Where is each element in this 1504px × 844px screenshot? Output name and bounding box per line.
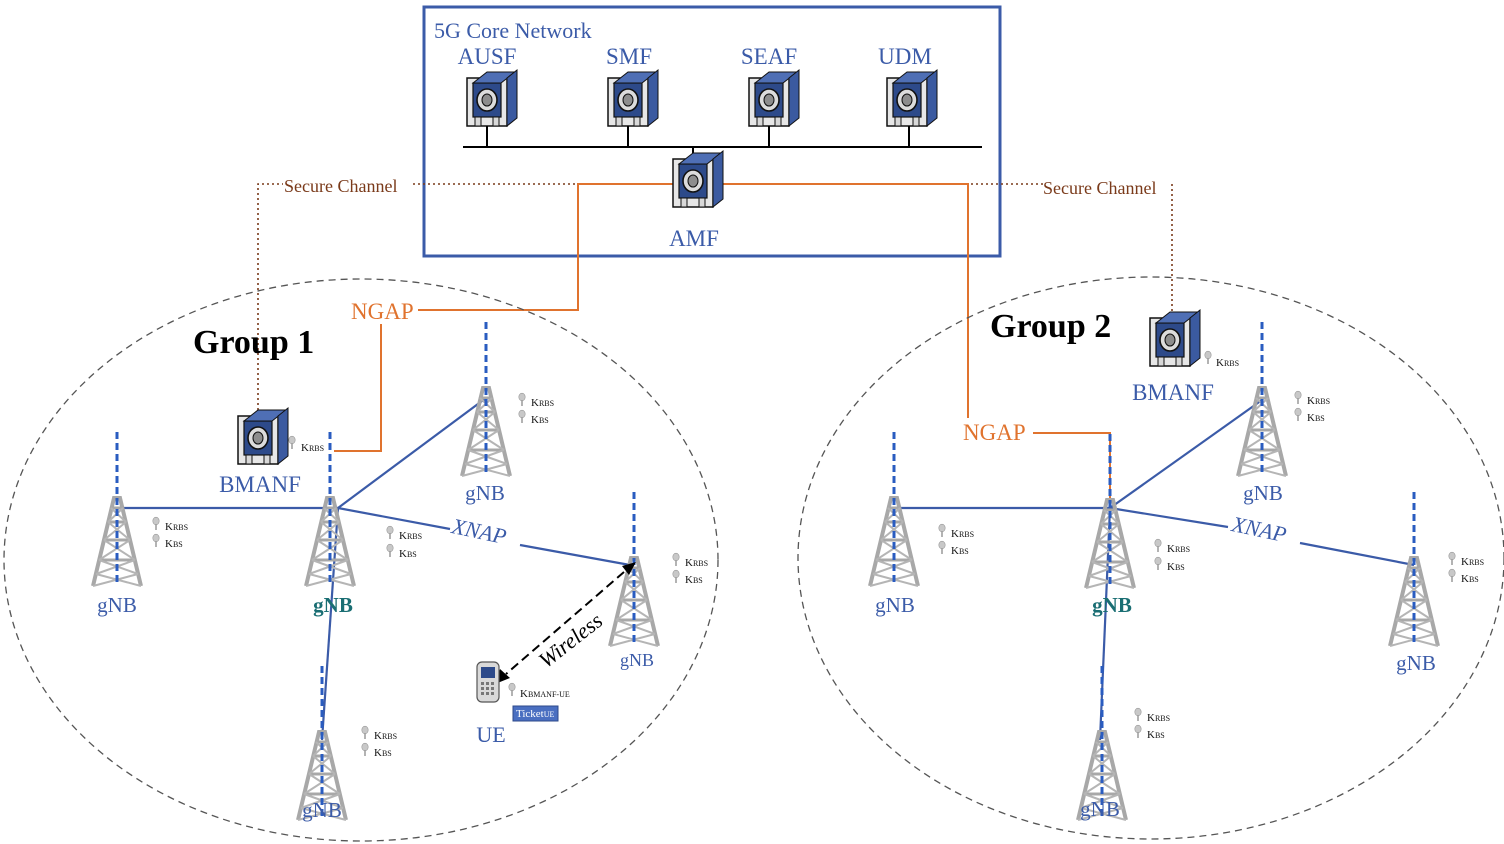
- g2-left-krbs: KRBS: [951, 528, 974, 540]
- core-network-frame: [422, 5, 1002, 258]
- g1-bottom-kbs: KBS: [374, 747, 392, 759]
- seaf-label: SEAF: [741, 44, 797, 69]
- g1-center-keys: KRBS KBS: [385, 525, 422, 560]
- g2-bottom-keys: KRBS KBS: [1134, 707, 1170, 741]
- ue-key-icon: [507, 682, 517, 697]
- gnb-g2-left-label: gNB: [875, 593, 915, 617]
- ausf-server-icon: [466, 69, 518, 127]
- g2-left-keys: KRBS KBS: [937, 523, 974, 557]
- g1-right-krbs: KRBS: [685, 557, 708, 569]
- g1-top-keys: KRBS KBS: [517, 392, 554, 426]
- ue-phone-icon: [476, 661, 500, 703]
- group-2-title: Group 2: [990, 308, 1111, 345]
- smf-server-icon: [607, 69, 659, 127]
- g1-right-kbs: KBS: [685, 574, 703, 586]
- g2-top-keys: KRBS KBS: [1294, 390, 1330, 424]
- g1-bottom-keys: KRBS KBS: [360, 725, 397, 759]
- xnap-left-label: XNAP: [449, 513, 509, 549]
- bmanf-g1-server-icon: [237, 407, 289, 465]
- xnap-right-label: XNAP: [1229, 511, 1289, 547]
- g2-bottom-kbs: KBS: [1147, 729, 1165, 741]
- gnb-g2-top-label: gNB: [1243, 481, 1283, 505]
- g1-top-krbs: KRBS: [531, 397, 554, 409]
- gnb-g2-bottom-label: gNB: [1080, 797, 1120, 821]
- group-2-links: [895, 399, 1415, 741]
- group-1-links: [117, 397, 631, 741]
- gnb-g2-center-label: gNB: [1092, 593, 1132, 617]
- ausf-label: AUSF: [458, 44, 517, 69]
- g2-bottom-krbs: KRBS: [1147, 712, 1170, 724]
- ue-label: UE: [476, 722, 505, 747]
- udm-label: UDM: [878, 44, 932, 69]
- smf-label: SMF: [606, 44, 652, 69]
- gnb-g2-right-label: gNB: [1396, 651, 1436, 675]
- ngap-right-label: NGAP: [963, 420, 1026, 445]
- bmanf-g2-server-icon: [1149, 309, 1201, 367]
- gnb-g2-top-tower: [1236, 320, 1288, 478]
- g2-top-kbs: KBS: [1307, 412, 1325, 424]
- ue-ticket-badge: [512, 705, 559, 722]
- secure-channel-left-label: Secure Channel: [284, 176, 397, 196]
- g1-center-kbs: KBS: [399, 548, 417, 560]
- g2-right-kbs: KBS: [1461, 573, 1479, 585]
- gnb-g1-bottom-tower: [296, 664, 348, 822]
- g2-center-krbs: KRBS: [1167, 543, 1190, 555]
- udm-server-icon: [886, 69, 938, 127]
- bmanf-g1-key: KRBS: [301, 442, 324, 454]
- bmanf-g1-key-icon: [287, 435, 297, 450]
- bmanf-g2-label: BMANF: [1132, 380, 1214, 405]
- g1-left-keys: KRBS KBS: [152, 516, 188, 550]
- g2-center-kbs: KBS: [1167, 561, 1185, 573]
- g1-center-krbs: KRBS: [399, 530, 422, 542]
- g1-left-kbs: KBS: [165, 538, 183, 550]
- g2-left-kbs: KBS: [951, 545, 969, 557]
- group-1-boundary: [3, 278, 719, 842]
- core-bus: [463, 126, 982, 162]
- amf-label: AMF: [669, 226, 719, 251]
- g1-right-keys: KRBS KBS: [671, 552, 708, 586]
- bmanf-g1-label: BMANF: [219, 472, 301, 497]
- ue-ticket: TicketUE: [516, 708, 554, 720]
- bmanf-g2-key: KRBS: [1216, 357, 1239, 369]
- g2-center-keys: KRBS KBS: [1154, 538, 1190, 573]
- secure-channel-right-label: Secure Channel: [1043, 178, 1156, 198]
- g2-right-krbs: KRBS: [1461, 556, 1484, 568]
- gnb-g1-top-label: gNB: [465, 481, 505, 505]
- gnb-g1-right-label: gNB: [620, 650, 654, 670]
- g1-bottom-krbs: KRBS: [374, 730, 397, 742]
- g1-left-krbs: KRBS: [165, 521, 188, 533]
- ue-key: KBMANF-UE: [520, 688, 570, 700]
- amf-server-icon: [672, 150, 724, 208]
- g2-right-keys: KRBS KBS: [1448, 551, 1484, 585]
- core-network-title: 5G Core Network: [434, 18, 592, 43]
- ngap-lines: [334, 183, 1111, 508]
- gnb-g1-center-label: gNB: [313, 593, 353, 617]
- bmanf-g2-key-icon: [1204, 350, 1212, 365]
- group-2-boundary: [797, 276, 1504, 840]
- gnb-g2-right-tower: [1388, 490, 1440, 648]
- gnb-g1-top-tower: [460, 320, 512, 478]
- gnb-g1-bottom-label: gNB: [302, 798, 342, 822]
- seaf-server-icon: [748, 69, 800, 127]
- ngap-left-label: NGAP: [351, 299, 414, 324]
- g2-top-krbs: KRBS: [1307, 395, 1330, 407]
- g1-top-kbs: KBS: [531, 414, 549, 426]
- group-1-title: Group 1: [193, 324, 314, 361]
- gnb-g1-right-tower: [608, 490, 660, 648]
- gnb-g1-left-label: gNB: [97, 593, 137, 617]
